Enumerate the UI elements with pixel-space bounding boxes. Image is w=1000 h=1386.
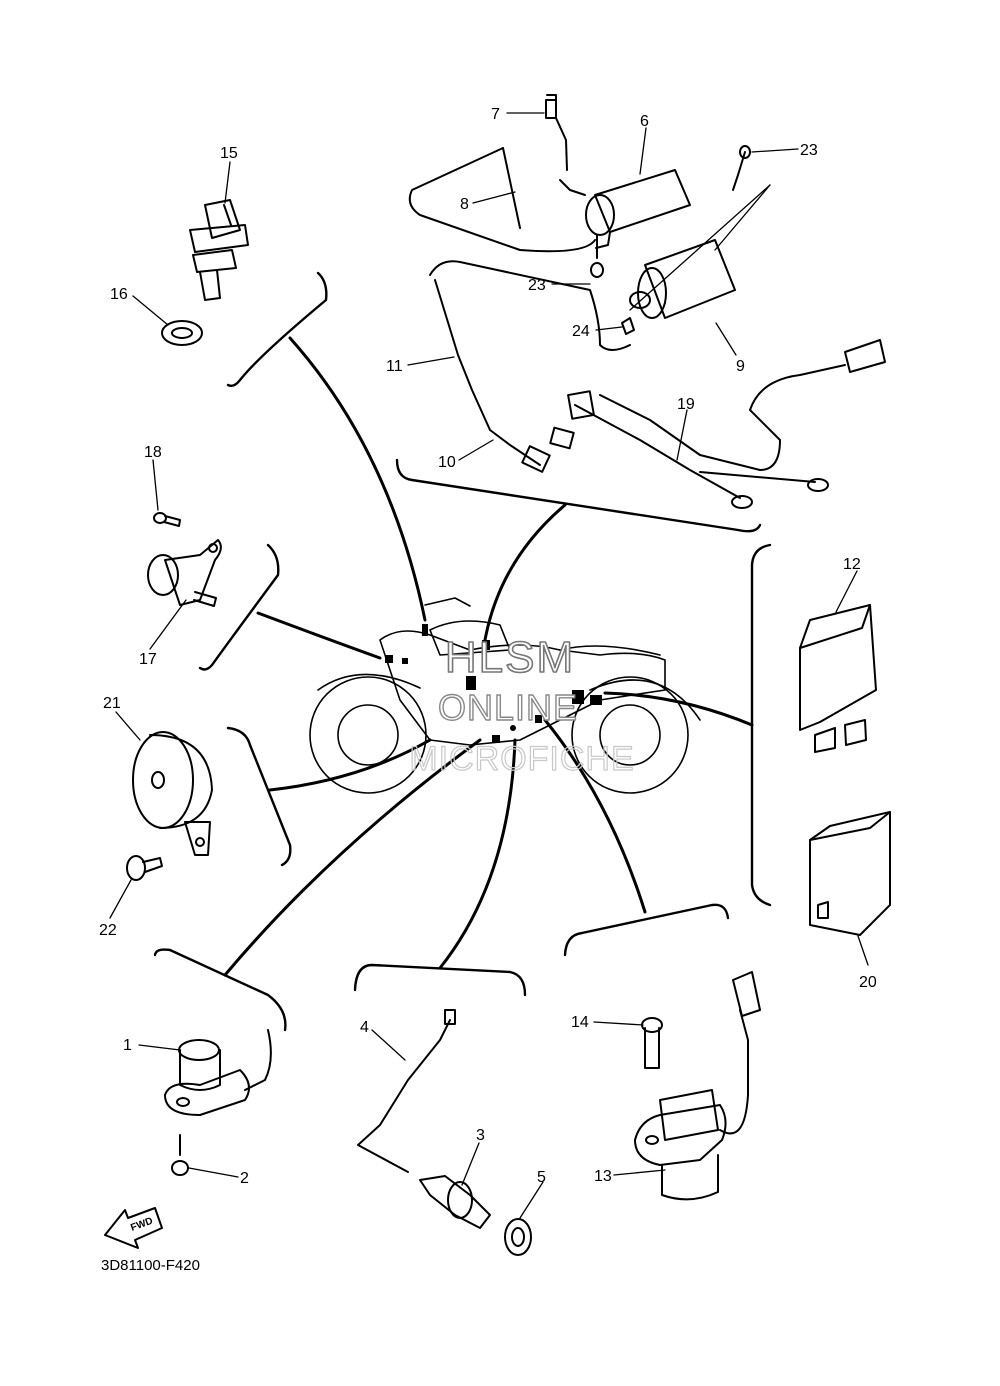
leader-left-mid xyxy=(256,611,382,660)
mark-8 xyxy=(535,715,542,723)
leader-left-horn xyxy=(268,738,432,792)
bracket-bottom-right xyxy=(563,903,730,957)
part-22-bolt xyxy=(126,855,163,881)
watermark-line2: ONLINE xyxy=(438,687,578,728)
label-6: 6 xyxy=(640,113,649,130)
bracket-bottom-left xyxy=(153,948,287,1032)
part-6-coil xyxy=(585,169,691,249)
rear-wheel-hub xyxy=(599,704,661,766)
label-21: 21 xyxy=(103,695,121,712)
label-16: 16 xyxy=(110,286,128,303)
label-22: 22 xyxy=(99,922,117,939)
mark-10 xyxy=(510,725,516,731)
label-15: 15 xyxy=(220,145,238,162)
watermark-line1: HLSM xyxy=(445,633,575,682)
part-labels: 1 2 3 4 5 6 7 8 9 10 11 12 13 14 15 16 1… xyxy=(99,106,877,1274)
part-11-lead xyxy=(429,260,631,351)
part-3-switch xyxy=(419,1175,491,1229)
label-7: 7 xyxy=(491,106,500,123)
watermark-line3: MICROFICHE xyxy=(409,740,634,778)
mark-6 xyxy=(572,690,584,704)
label-23-top: 23 xyxy=(800,142,818,159)
leader-bottom-left xyxy=(223,738,482,977)
part-21-horn xyxy=(132,731,213,856)
label-13: 13 xyxy=(594,1168,612,1185)
leader-right xyxy=(603,691,754,727)
label-1: 1 xyxy=(123,1037,132,1054)
label-11: 11 xyxy=(386,358,403,375)
part-5-washer xyxy=(504,1218,532,1256)
bracket-left-horn xyxy=(226,726,292,867)
part-13-sensor xyxy=(634,971,761,1201)
bracket-top-left xyxy=(226,271,328,388)
label-leaders xyxy=(109,112,869,1219)
part-14-bolt xyxy=(641,1017,663,1069)
label-19: 19 xyxy=(677,396,695,413)
label-12: 12 xyxy=(843,556,861,573)
bracket-right xyxy=(750,543,772,907)
part-4-cable xyxy=(357,1019,451,1173)
leader-lines xyxy=(223,336,754,977)
seat xyxy=(559,645,661,656)
front-fender xyxy=(317,673,421,691)
part-12-ecu xyxy=(799,604,877,753)
label-23-mid: 23 xyxy=(528,277,546,294)
label-20: 20 xyxy=(859,974,877,991)
part-24-clip xyxy=(621,317,635,335)
part-17-sensor xyxy=(147,539,222,607)
label-2: 2 xyxy=(240,1170,249,1187)
leader-top-center xyxy=(483,503,567,642)
label-8: 8 xyxy=(460,196,469,213)
label-24: 24 xyxy=(572,323,590,340)
mark-7 xyxy=(590,695,602,705)
leader-bottom-center xyxy=(438,738,517,970)
label-17: 17 xyxy=(139,651,157,668)
motorcycle-outline xyxy=(309,597,701,794)
label-14: 14 xyxy=(571,1014,589,1031)
part-19-harness xyxy=(549,339,886,509)
bracket-top-center xyxy=(395,458,762,533)
part-16-washer xyxy=(161,320,203,346)
bracket-left-mid xyxy=(198,543,280,671)
fuel-tank xyxy=(429,620,511,656)
label-10: 10 xyxy=(438,454,456,471)
rear-fender xyxy=(589,679,701,721)
frame-body xyxy=(379,630,666,746)
label-5: 5 xyxy=(537,1169,546,1186)
fwd-label: FWD xyxy=(129,1216,154,1234)
part-23-bolts xyxy=(590,145,751,278)
part-2-bolt xyxy=(171,1134,189,1176)
front-wheel-hub xyxy=(337,704,399,766)
drawing-code: 3D81100-F420 xyxy=(101,1257,200,1274)
part-18-bolt xyxy=(153,512,181,527)
handlebar xyxy=(424,597,471,607)
label-9: 9 xyxy=(736,358,745,375)
leader-bottom-right xyxy=(543,718,647,914)
label-4: 4 xyxy=(360,1019,369,1036)
attachment-marks xyxy=(385,624,602,743)
leader-top-left xyxy=(288,336,427,622)
label-3: 3 xyxy=(476,1127,485,1144)
mark-3 xyxy=(385,655,393,663)
part-15-sensor xyxy=(189,199,249,301)
mark-1 xyxy=(422,624,428,636)
part-8-lead xyxy=(408,147,596,253)
part-20-relay xyxy=(809,811,891,936)
fwd-arrow-icon xyxy=(104,1207,163,1249)
mark-4 xyxy=(402,658,408,664)
part-1-sensor xyxy=(164,1029,272,1116)
mark-5 xyxy=(466,676,476,690)
mark-9 xyxy=(492,735,500,743)
mark-2 xyxy=(482,640,490,650)
watermark: HLSM ONLINE MICROFICHE xyxy=(409,632,635,778)
rear-wheel xyxy=(571,676,689,794)
part-9-coil xyxy=(629,239,736,319)
label-18: 18 xyxy=(144,444,162,461)
part-drawings xyxy=(104,94,891,1256)
